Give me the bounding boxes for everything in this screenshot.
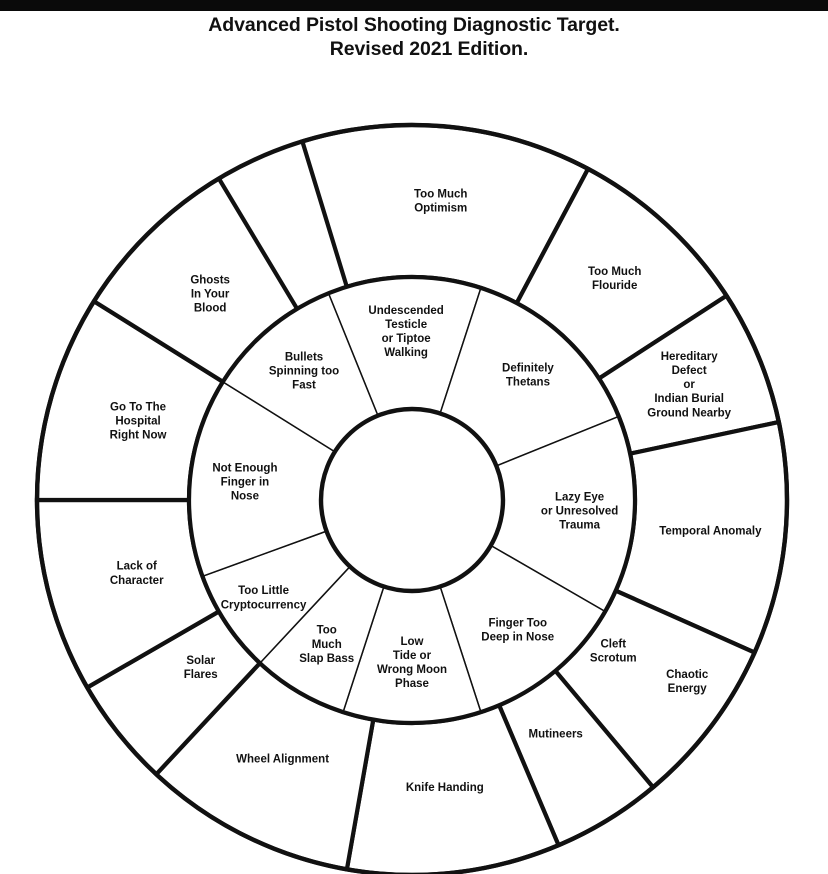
outer-ring-label: Knife Handing — [406, 782, 484, 794]
outer-ring-label: Wheel Alignment — [236, 754, 329, 766]
title-line-2: Revised 2021 Edition. — [329, 38, 529, 60]
inner-ring-boundary — [186, 274, 638, 726]
outer-ring-boundary — [34, 122, 790, 874]
wheel-geometry — [34, 122, 790, 874]
bullseye-center[interactable] — [318, 406, 506, 594]
title-line-1: Advanced Pistol Shooting Diagnostic Targ… — [208, 14, 620, 36]
page-title: Advanced Pistol Shooting Diagnostic Targ… — [0, 13, 828, 61]
outer-ring-label: Mutineers — [529, 729, 583, 741]
outer-ring-label: Temporal Anomaly — [659, 525, 762, 537]
top-black-bar — [0, 0, 828, 11]
